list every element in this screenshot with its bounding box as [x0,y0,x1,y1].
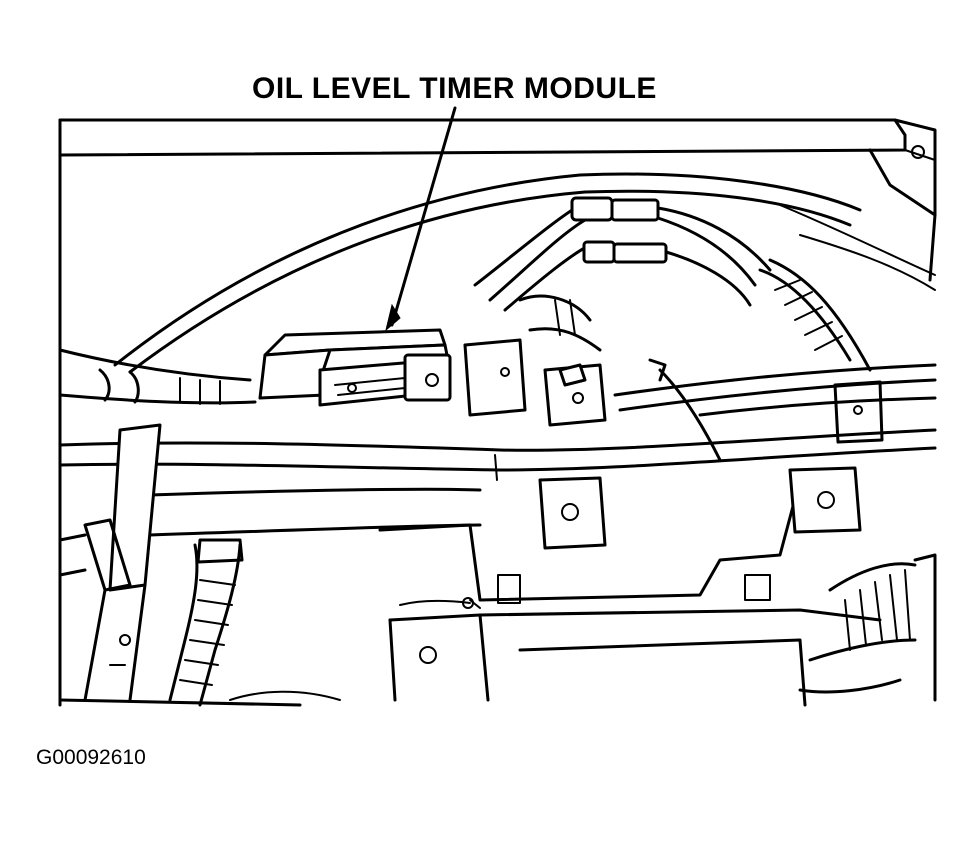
center-brackets [463,294,722,462]
lower-left-harness [168,538,244,707]
callout-leader-arrow [385,106,457,332]
left-strut [58,423,162,702]
right-bracket [613,363,937,444]
callout-label-oil-level-timer-module: OIL LEVEL TIMER MODULE [252,72,657,105]
figure-id: G00092610 [36,746,146,769]
wiring-harness-upper [473,196,872,372]
oil-level-timer-module [258,328,452,407]
lower-right-harness [798,553,937,702]
fender-curve [113,172,936,374]
cowl-panel [58,118,937,282]
left-harness [58,348,257,405]
lower-housing [378,466,882,707]
frame-edges [58,118,341,707]
